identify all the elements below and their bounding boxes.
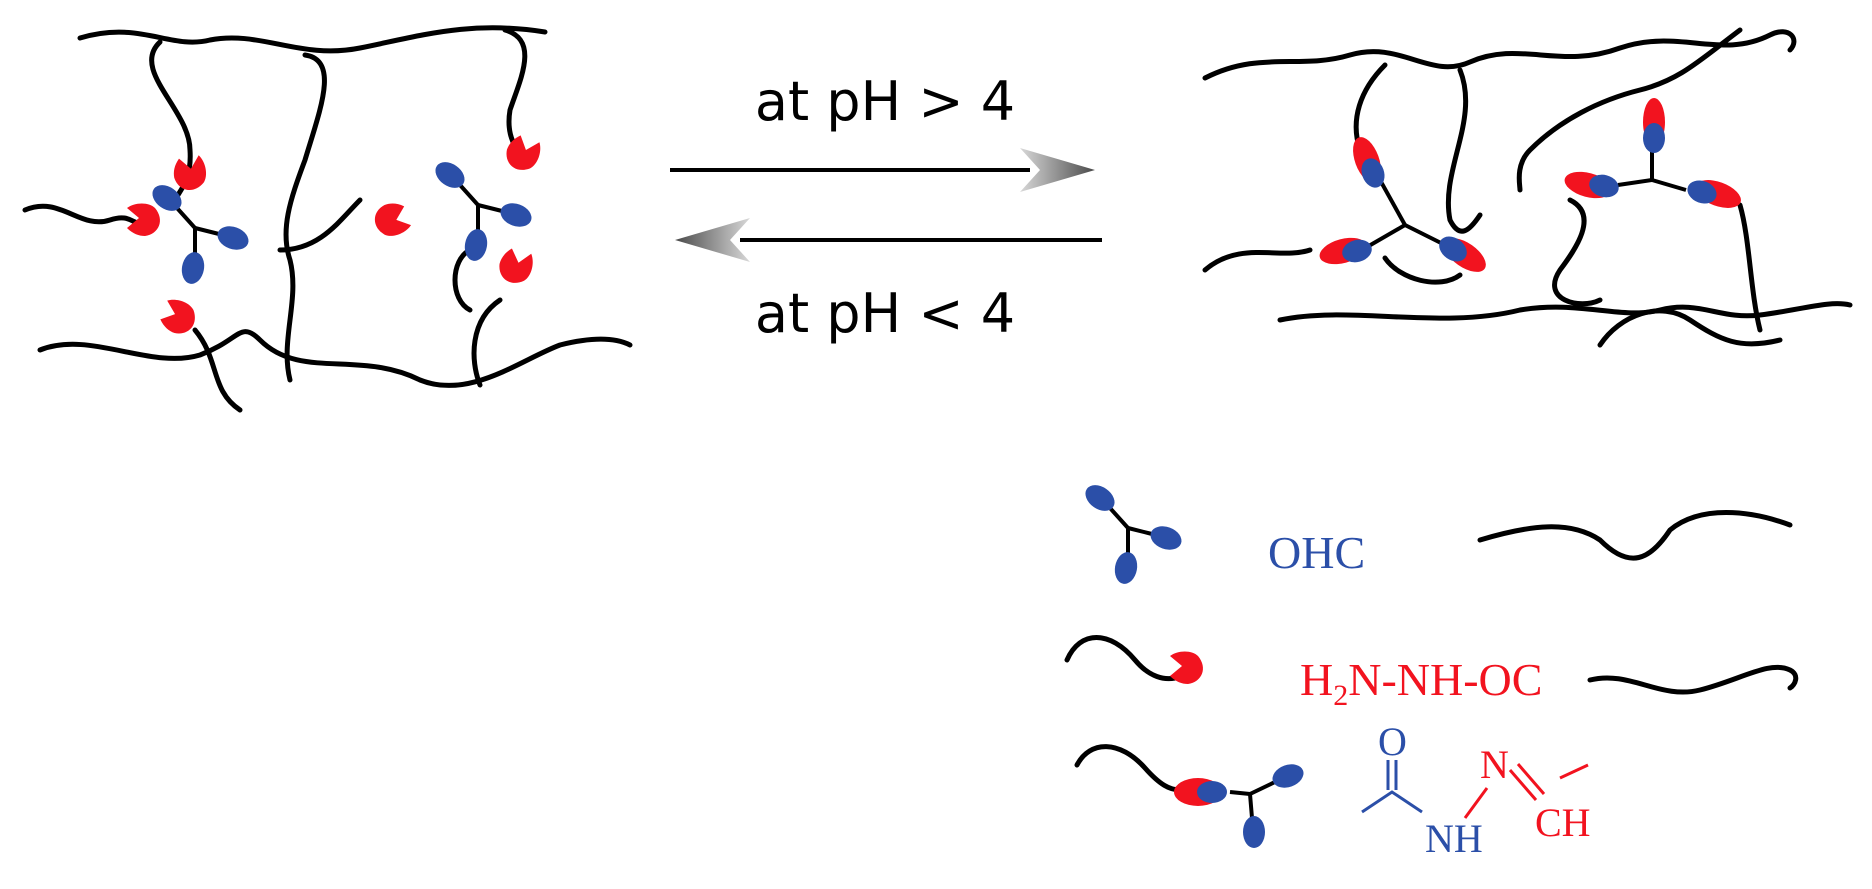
chem-nitrogen: N bbox=[1480, 742, 1509, 787]
right-network bbox=[1202, 27, 1853, 348]
forward-condition-label: at pH > 4 bbox=[755, 70, 1015, 133]
right-bonded-pairs bbox=[1319, 98, 1741, 272]
reverse-arrow bbox=[675, 218, 1102, 262]
chem-oxygen: O bbox=[1378, 719, 1407, 764]
legend-ohc-symbol bbox=[1078, 477, 1187, 588]
legend: OHC H2N-NH-OC O NH N bbox=[1064, 477, 1799, 861]
reverse-condition-label: at pH < 4 bbox=[755, 282, 1015, 345]
legend-row1-chain bbox=[1477, 510, 1793, 561]
legend-hydrazide-symbol bbox=[1064, 635, 1203, 684]
legend-row2-chain bbox=[1587, 664, 1799, 695]
legend-hydrazide-label: H2N-NH-OC bbox=[1300, 654, 1542, 712]
legend-bond-symbol bbox=[1074, 744, 1304, 848]
chem-ch: CH bbox=[1535, 800, 1591, 845]
left-network bbox=[22, 25, 633, 413]
chem-nh: NH bbox=[1425, 816, 1483, 861]
legend-ohc-label: OHC bbox=[1268, 527, 1365, 578]
forward-arrow bbox=[670, 148, 1095, 192]
legend-hydrazone-structure: O NH N CH bbox=[1361, 719, 1591, 861]
